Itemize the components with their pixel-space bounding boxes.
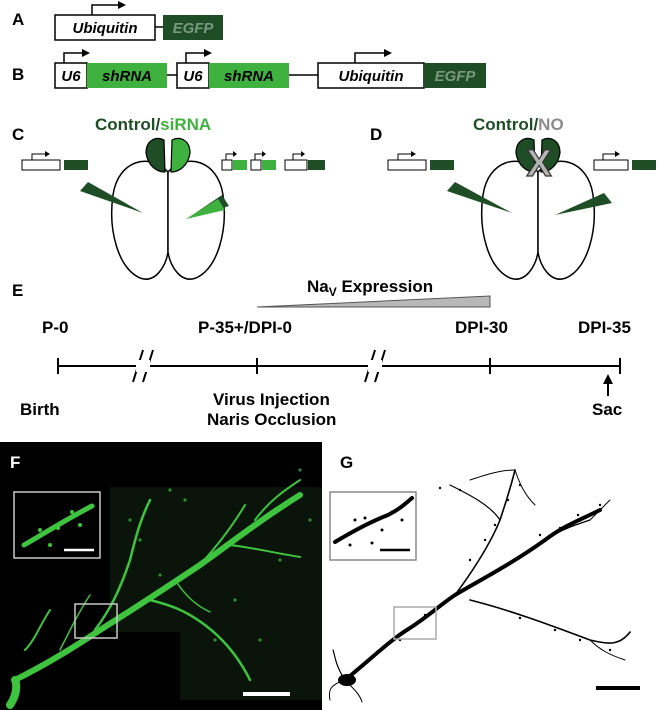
fluorescence-micrograph [0,442,322,710]
arrowhead-icon [82,49,90,57]
u6-label-1: U6 [61,68,81,85]
time-point-dpi35: DPI-35 [578,318,631,337]
arrowhead-icon [118,1,126,9]
panel-label-d: D [370,125,382,144]
ubiquitin-promoter-box [54,14,156,41]
olfactory-bulb-occluded [540,137,561,173]
event-birth: Birth [20,400,60,419]
egfp-box-b [424,63,486,88]
tracing-roi-box [393,606,437,640]
panel-label-f: F [10,453,20,472]
shrna-label-2: shRNA [224,68,274,85]
ubiquitin-label-b: Ubiquitin [339,68,404,85]
nav-expression-label: NaV Expression [307,277,433,299]
egfp-box [163,15,223,40]
time-point-dpi30: DPI-30 [455,318,508,337]
injection-pipette-right-light [186,199,225,219]
promoter-arrow-icon [91,4,118,15]
u6-promoter-box-1 [54,62,88,89]
panel-label-b: B [12,65,24,84]
injection-pipette-left [80,182,143,213]
panel-label-c: C [12,125,24,144]
nav-expression-ramp [256,295,491,308]
shrna-box-2 [209,63,289,88]
panel-label-a: A [12,10,24,29]
event-naris-occlusion: Naris Occlusion [207,410,336,429]
panel-label-e: E [12,281,23,300]
region-of-interest-box [74,603,118,639]
condition-title-c: Control/siRNA [95,115,211,134]
olfactory-bulb-control-d [515,137,536,173]
construct-icon-shrna-c [221,151,325,171]
construct-icon-egfp-d-right [593,151,656,171]
arrowhead-icon [384,49,392,57]
ubiquitin-promoter-box-b [317,62,425,89]
brain-schematic-d: X [447,137,612,280]
olfactory-bulb-sirna [170,137,191,173]
panel-label-g: G [340,453,353,472]
olfactory-bulb-control [145,137,166,173]
construct-icon-egfp-d-left [387,151,454,171]
ubiquitin-label: Ubiquitin [73,20,138,37]
tracing-inset [329,491,417,561]
construct-icon-egfp-c [21,151,88,171]
egfp-label-b: EGFP [435,68,477,85]
u6-label-2: U6 [183,68,203,85]
brain-schematic-c [80,137,229,280]
event-sac: Sac [592,400,622,419]
event-virus-injection: Virus Injection [213,390,330,409]
time-point-p35: P-35+/DPI-0 [198,318,292,337]
arrowhead-icon [204,49,212,57]
naris-occlusion-x-icon: X [526,143,552,185]
shrna-label-1: shRNA [102,68,152,85]
injection-pipette-right-d [555,193,612,215]
construct-b: U6 shRNA U6 shRNA Ubiquitin EGFP [54,49,486,89]
time-point-p0: P-0 [42,318,68,337]
injection-pipette-left-d [447,182,512,213]
soma [338,674,356,686]
egfp-label: EGFP [173,20,215,37]
construct-a: Ubiquitin EGFP [54,1,223,41]
shrna-box-1 [87,63,167,88]
condition-title-d: Control/NO [473,115,564,134]
